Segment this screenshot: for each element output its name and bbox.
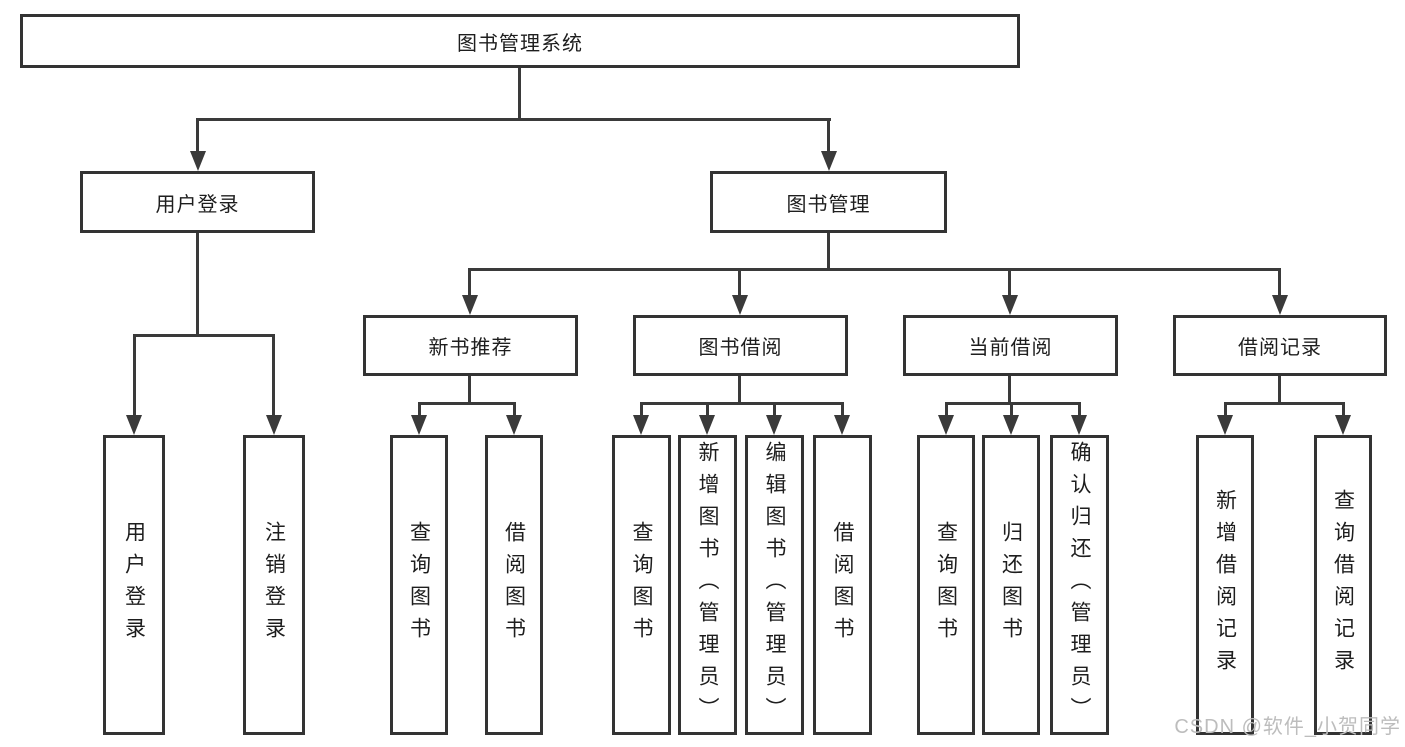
leaf-borrow-books: 借阅图书 bbox=[813, 435, 872, 735]
leaf-label: 用户登录 bbox=[122, 521, 146, 649]
node-label: 新书推荐 bbox=[428, 337, 513, 359]
connector-new-book-rail bbox=[418, 402, 516, 405]
arrowhead-icon bbox=[633, 415, 649, 435]
leaf-query-books-current: 查询图书 bbox=[917, 435, 975, 735]
connector-borrow-records-stem bbox=[1278, 376, 1281, 404]
leaf-label: 借阅图书 bbox=[502, 521, 526, 649]
connector-drop-leaf bbox=[1078, 402, 1081, 416]
leaf-label: 新增图书（管理员） bbox=[696, 441, 719, 729]
leaf-label: 查询借阅记录 bbox=[1331, 489, 1355, 681]
connector-user-login-rail bbox=[133, 334, 275, 337]
arrowhead-icon bbox=[1217, 415, 1233, 435]
connector-drop-borrow-records bbox=[1278, 268, 1281, 295]
connector-book-borrow-stem bbox=[738, 376, 741, 404]
node-label: 借阅记录 bbox=[1238, 337, 1322, 359]
arrowhead-icon bbox=[190, 151, 206, 171]
node-library-management-system: 图书管理系统 bbox=[20, 14, 1020, 68]
arrowhead-icon bbox=[732, 295, 748, 315]
connector-drop-leaf bbox=[133, 334, 136, 415]
leaf-add-borrow-record: 新增借阅记录 bbox=[1196, 435, 1254, 735]
connector-book-management-rail bbox=[468, 268, 1281, 271]
node-borrow-records: 借阅记录 bbox=[1173, 315, 1387, 376]
connector-drop-leaf bbox=[773, 402, 776, 416]
arrowhead-icon bbox=[266, 415, 282, 435]
node-label: 用户登录 bbox=[155, 193, 240, 216]
leaf-label: 确认归还（管理员） bbox=[1068, 441, 1091, 729]
connector-borrow-records-rail bbox=[1224, 402, 1345, 405]
connector-user-login-stem bbox=[196, 233, 199, 336]
leaf-label: 注销登录 bbox=[262, 521, 286, 649]
connector-drop-leaf bbox=[1010, 402, 1013, 416]
leaf-add-book-admin: 新增图书（管理员） bbox=[678, 435, 737, 735]
connector-book-borrow-rail bbox=[640, 402, 843, 405]
connector-root-stem bbox=[518, 68, 521, 121]
connector-drop-leaf bbox=[1224, 402, 1227, 416]
node-book-borrow: 图书借阅 bbox=[633, 315, 848, 376]
leaf-confirm-return-admin: 确认归还（管理员） bbox=[1050, 435, 1109, 735]
leaf-edit-book-admin: 编辑图书（管理员） bbox=[745, 435, 804, 735]
leaf-return-books: 归还图书 bbox=[982, 435, 1040, 735]
node-label: 图书管理 bbox=[786, 193, 871, 216]
connector-drop-current-borrow bbox=[1008, 268, 1011, 295]
leaf-label: 借阅图书 bbox=[831, 521, 854, 649]
arrowhead-icon bbox=[1071, 415, 1087, 435]
arrowhead-icon bbox=[1002, 295, 1018, 315]
leaf-label: 查询图书 bbox=[934, 521, 958, 649]
connector-book-management-stem bbox=[827, 233, 830, 271]
connector-drop-leaf bbox=[513, 402, 516, 416]
leaf-label: 查询图书 bbox=[630, 521, 653, 649]
connector-drop-leaf bbox=[640, 402, 643, 416]
arrowhead-icon bbox=[699, 415, 715, 435]
arrowhead-icon bbox=[938, 415, 954, 435]
connector-drop-book-management bbox=[827, 118, 830, 151]
connector-drop-user-login bbox=[196, 118, 199, 151]
leaf-query-books-recommend: 查询图书 bbox=[390, 435, 448, 735]
arrowhead-icon bbox=[506, 415, 522, 435]
node-label: 图书借阅 bbox=[698, 337, 783, 359]
arrowhead-icon bbox=[834, 415, 850, 435]
connector-current-borrow-rail bbox=[945, 402, 1081, 405]
connector-new-book-stem bbox=[468, 376, 471, 404]
arrowhead-icon bbox=[821, 151, 837, 171]
arrowhead-icon bbox=[462, 295, 478, 315]
node-label: 当前借阅 bbox=[968, 337, 1053, 359]
connector-current-borrow-stem bbox=[1008, 376, 1011, 404]
node-current-borrow: 当前借阅 bbox=[903, 315, 1118, 376]
node-book-management: 图书管理 bbox=[710, 171, 947, 233]
connector-drop-leaf bbox=[706, 402, 709, 416]
node-user-login: 用户登录 bbox=[80, 171, 315, 233]
arrowhead-icon bbox=[1335, 415, 1351, 435]
arrowhead-icon bbox=[126, 415, 142, 435]
leaf-logout-login: 注销登录 bbox=[243, 435, 305, 735]
arrowhead-icon bbox=[766, 415, 782, 435]
leaf-label: 查询图书 bbox=[407, 521, 431, 649]
leaf-query-books-borrow: 查询图书 bbox=[612, 435, 671, 735]
leaf-user-login: 用户登录 bbox=[103, 435, 165, 735]
connector-drop-book-borrow bbox=[738, 268, 741, 295]
arrowhead-icon bbox=[1003, 415, 1019, 435]
csdn-watermark: CSDN @软件_小贺同学 bbox=[1174, 716, 1401, 738]
connector-drop-new-book bbox=[468, 268, 471, 295]
connector-drop-leaf bbox=[418, 402, 421, 416]
leaf-label: 归还图书 bbox=[999, 521, 1023, 649]
arrowhead-icon bbox=[1272, 295, 1288, 315]
arrowhead-icon bbox=[411, 415, 427, 435]
node-label: 图书管理系统 bbox=[457, 32, 583, 55]
connector-drop-leaf bbox=[272, 334, 275, 415]
connector-root-rail bbox=[196, 118, 831, 121]
leaf-borrow-books-recommend: 借阅图书 bbox=[485, 435, 543, 735]
node-new-book-recommend: 新书推荐 bbox=[363, 315, 578, 376]
connector-drop-leaf bbox=[1342, 402, 1345, 416]
leaf-label: 新增借阅记录 bbox=[1213, 489, 1237, 681]
leaf-query-borrow-record: 查询借阅记录 bbox=[1314, 435, 1372, 735]
leaf-label: 编辑图书（管理员） bbox=[763, 441, 786, 729]
connector-drop-leaf bbox=[945, 402, 948, 416]
connector-drop-leaf bbox=[841, 402, 844, 416]
